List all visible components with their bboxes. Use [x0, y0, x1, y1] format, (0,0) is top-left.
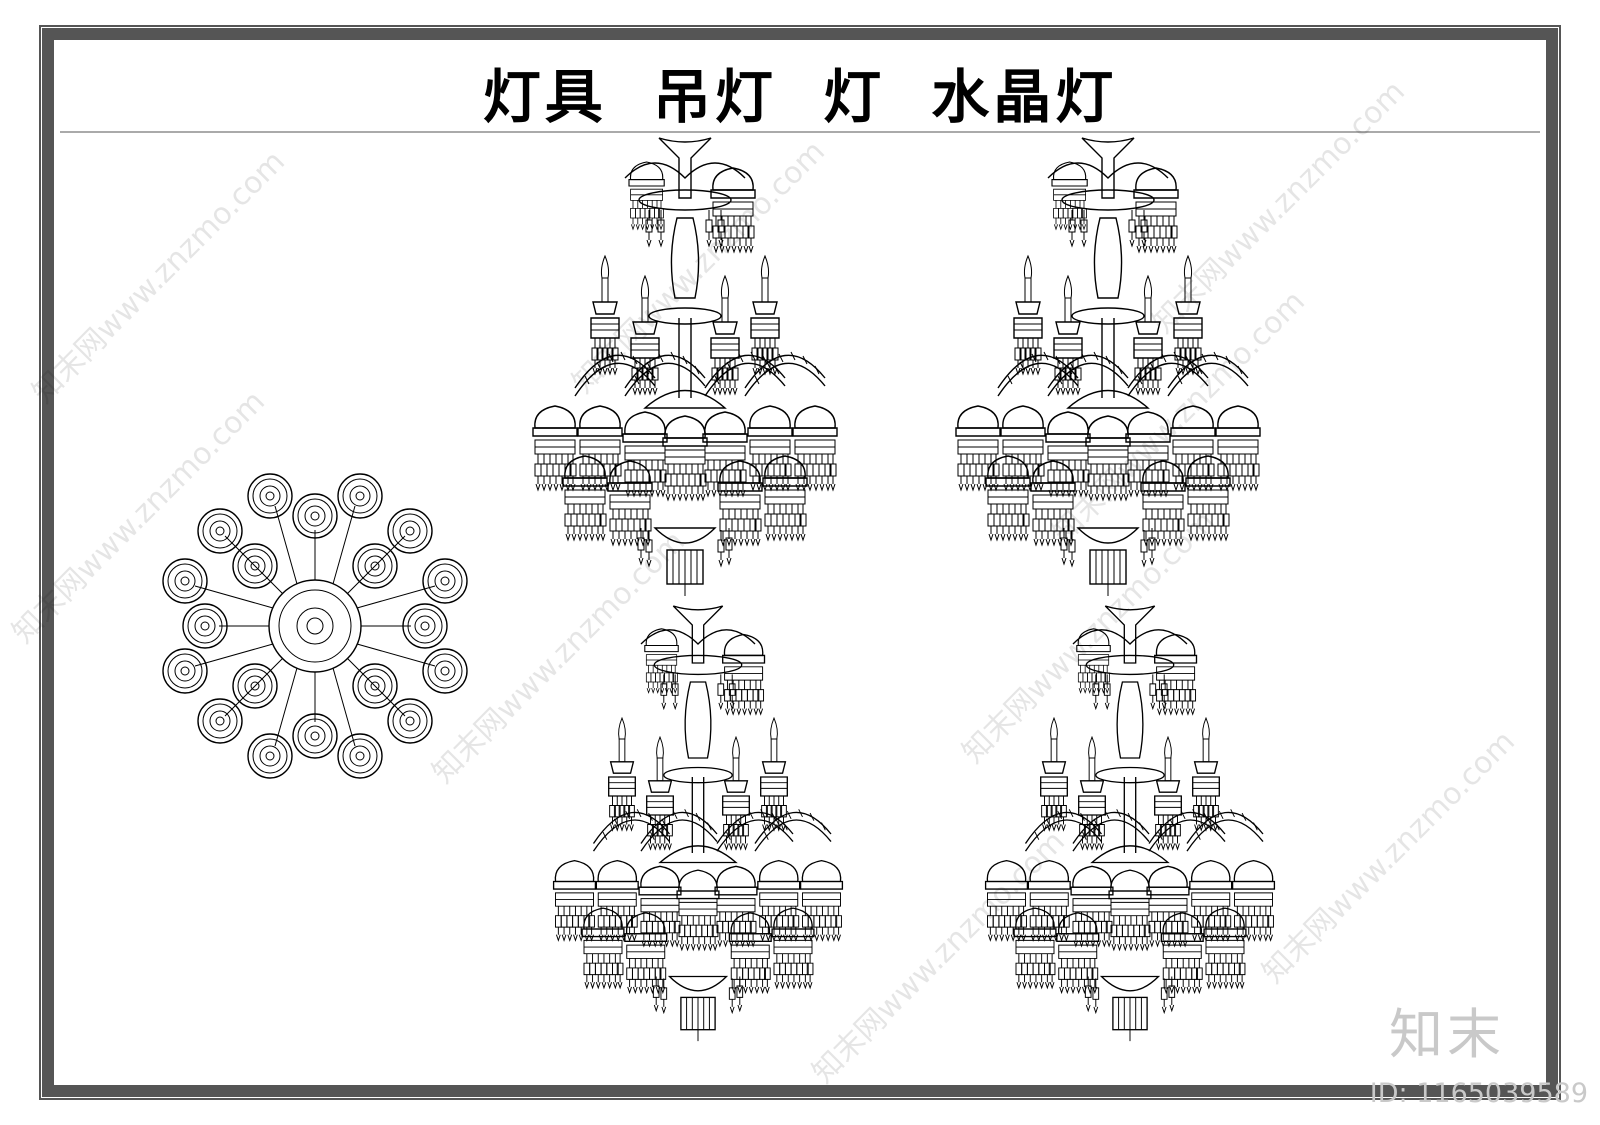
elevation-chandelier-1 — [533, 138, 837, 596]
brand-logo-text: 知末 — [1389, 1003, 1505, 1066]
elevation-chandelier-3 — [554, 606, 843, 1041]
elevation-chandelier-2 — [956, 138, 1260, 596]
inner-frame — [42, 28, 1558, 1097]
elevation-chandelier-4 — [986, 606, 1275, 1041]
outer-frame — [39, 25, 1561, 1100]
asset-id: ID: 1165039589 — [1369, 1078, 1588, 1109]
page-title: 灯具 吊灯 灯 水晶灯 — [482, 63, 1118, 131]
plan-view-chandelier — [162, 473, 468, 779]
